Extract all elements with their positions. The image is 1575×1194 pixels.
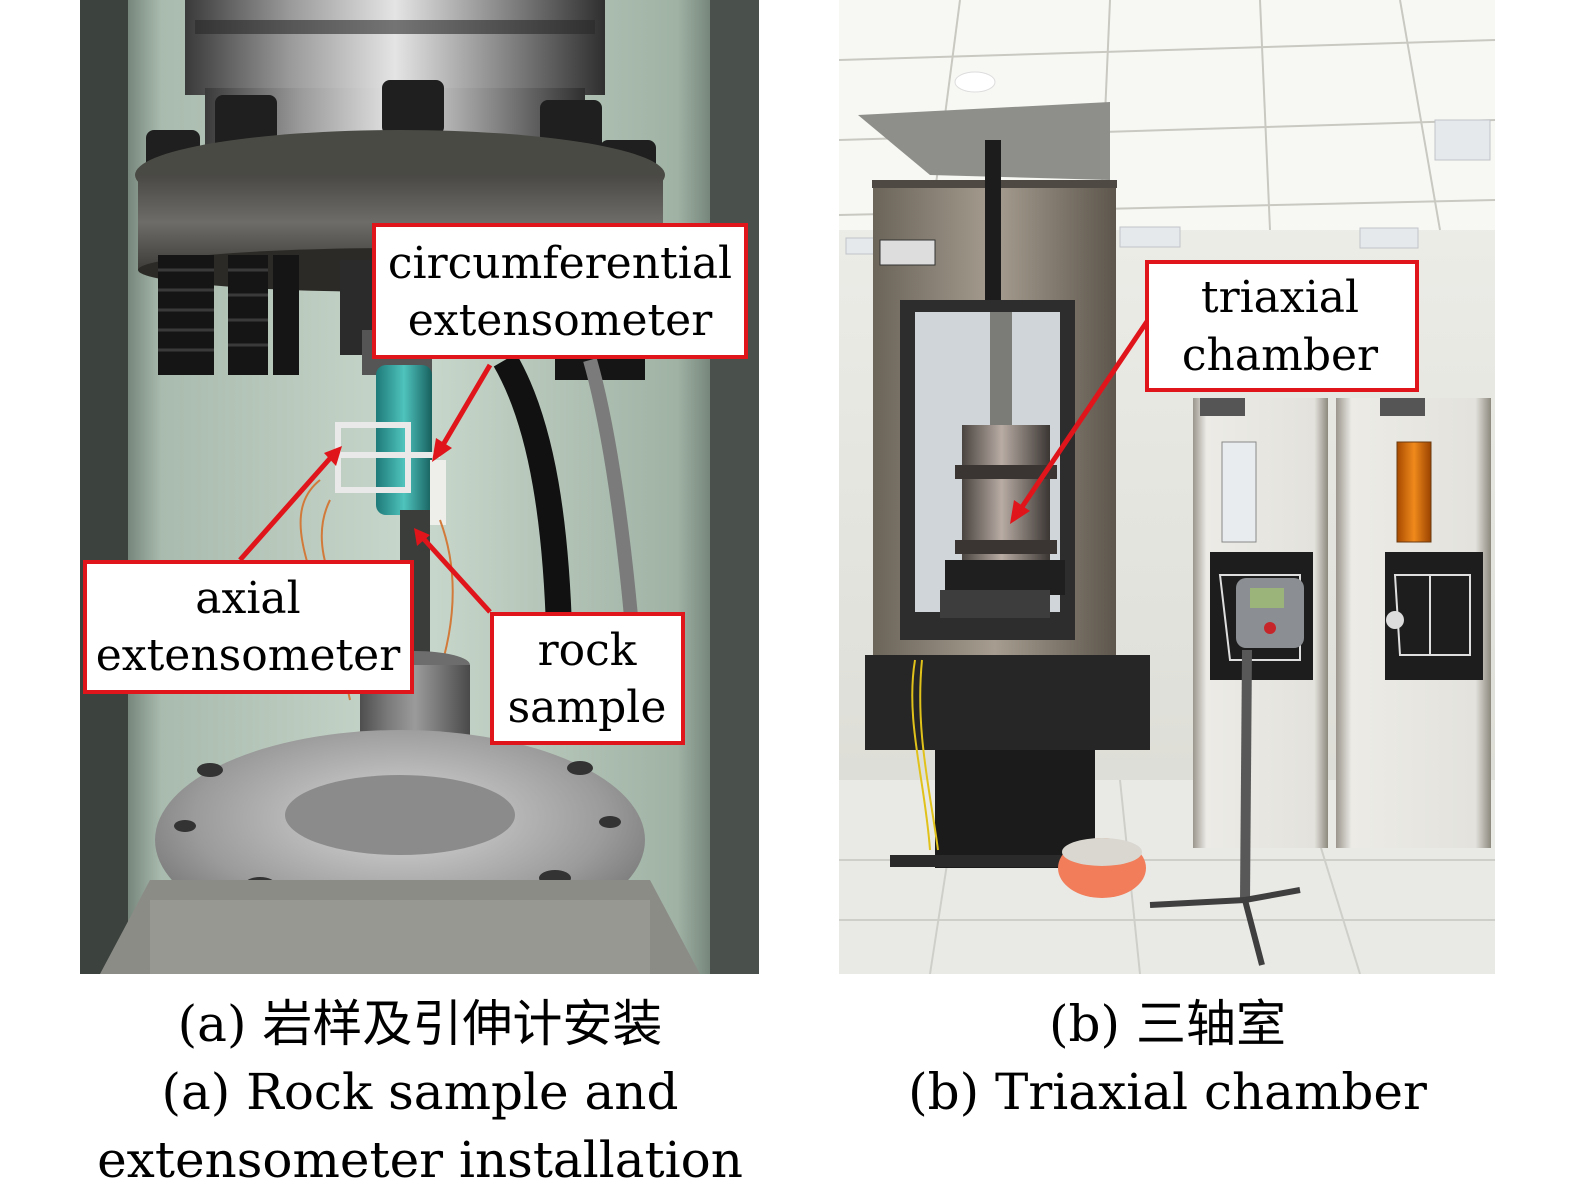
label-axial-line1: axial [195,573,300,624]
caption-a-zh: (a) 岩样及引伸计安装 [177,995,663,1053]
caption-b: (b) 三轴室 (b) Triaxial chamber [820,990,1515,1126]
label-chamber-line1: triaxial [1201,272,1359,323]
caption-a: (a) 岩样及引伸计安装 (a) Rock sample and extenso… [40,990,800,1194]
label-chamber-line2: chamber [1182,330,1379,381]
label-axial-line2: extensometer [96,630,401,681]
label-rock-sample: rock sample [490,612,685,745]
annotation-arrow-b [1010,318,1151,524]
caption-a-en-line2: extensometer installation [97,1131,743,1189]
label-triaxial-chamber: triaxial chamber [1145,260,1419,392]
panel-b-photo [839,0,1495,974]
panel-a-photo [80,0,759,974]
label-rock-line1: rock [538,625,637,676]
caption-b-en-line1: (b) Triaxial chamber [908,1063,1427,1121]
label-circumferential-extensometer: circumferential extensometer [372,223,748,359]
label-circumferential-line2: extensometer [408,295,713,346]
label-rock-line2: sample [508,682,667,733]
label-axial-extensometer: axial extensometer [83,560,414,694]
label-circumferential-line1: circumferential [388,238,732,289]
caption-a-en-line1: (a) Rock sample and [161,1063,679,1121]
caption-b-zh: (b) 三轴室 [1049,995,1286,1053]
annotation-arrows-a [238,363,493,614]
